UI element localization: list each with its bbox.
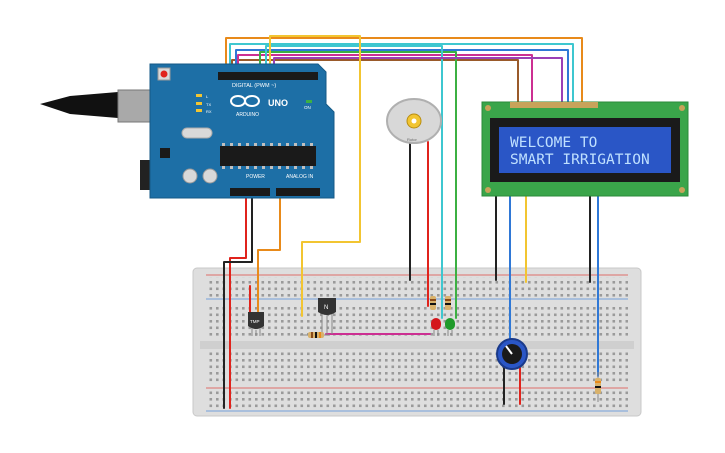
capacitor-2 <box>202 168 218 184</box>
temperature-sensor: TMP <box>248 312 264 336</box>
bottom-power-rail <box>206 391 628 409</box>
power-header <box>230 188 270 196</box>
model-label: UNO <box>268 98 288 108</box>
transistor-label: N <box>324 305 328 311</box>
wire-cyan-top <box>229 43 574 105</box>
digital-label: DIGITAL (PWM ~) <box>232 83 276 89</box>
reset-button[interactable] <box>160 70 168 78</box>
wire-yellow-top <box>269 35 361 317</box>
atmega-chip <box>220 146 316 166</box>
led-green <box>445 318 455 336</box>
resistor-led-red <box>430 296 436 310</box>
crystal <box>181 127 213 139</box>
resistor-transistor <box>300 332 330 338</box>
wire-orange-top <box>225 37 583 105</box>
arduino-uno: DIGITAL (PWM ~) ARDUINO UNO ON TX RX L <box>40 63 335 199</box>
lcd-line-1: WELCOME TO <box>510 135 597 151</box>
wire-blue-top <box>235 49 569 105</box>
brand-label: ARDUINO <box>236 112 259 118</box>
capacitor-1 <box>182 168 198 184</box>
npn-transistor: N <box>318 298 336 334</box>
lcd-screen <box>499 127 671 173</box>
tx-label: TX <box>206 102 211 107</box>
sensor-label: TMP <box>250 319 260 324</box>
dc-motor: Rotor <box>386 98 442 144</box>
l-label: L <box>206 94 209 99</box>
wire-5v-red <box>229 189 247 409</box>
lcd-line-2: SMART IRRIGATION <box>510 152 650 168</box>
rx-label: RX <box>206 109 212 114</box>
wire-green-top <box>259 51 457 319</box>
lcd-header-pins <box>510 102 598 108</box>
resistor-led-green <box>445 296 451 310</box>
wire-cyan-led <box>265 45 443 319</box>
top-power-rail <box>206 277 628 297</box>
wire-analog-orange <box>257 189 281 319</box>
analog-header <box>276 188 320 196</box>
power-label: POWER <box>246 174 265 180</box>
motor-label: Rotor <box>407 137 417 142</box>
potentiometer[interactable] <box>496 338 528 370</box>
lcd-display: WELCOME TO SMART IRRIGATION <box>481 101 689 197</box>
resistor-lcd <box>595 372 601 402</box>
breadboard <box>192 267 642 417</box>
analog-label: ANALOG IN <box>286 174 314 180</box>
usb-cable <box>40 92 118 118</box>
arduino-logo <box>230 95 260 107</box>
wire-gnd-black <box>223 189 253 409</box>
on-label: ON <box>304 105 311 110</box>
digital-header <box>218 72 318 80</box>
terminal-strip-bottom <box>206 351 628 385</box>
center-channel <box>200 341 634 349</box>
led-red <box>431 318 441 336</box>
